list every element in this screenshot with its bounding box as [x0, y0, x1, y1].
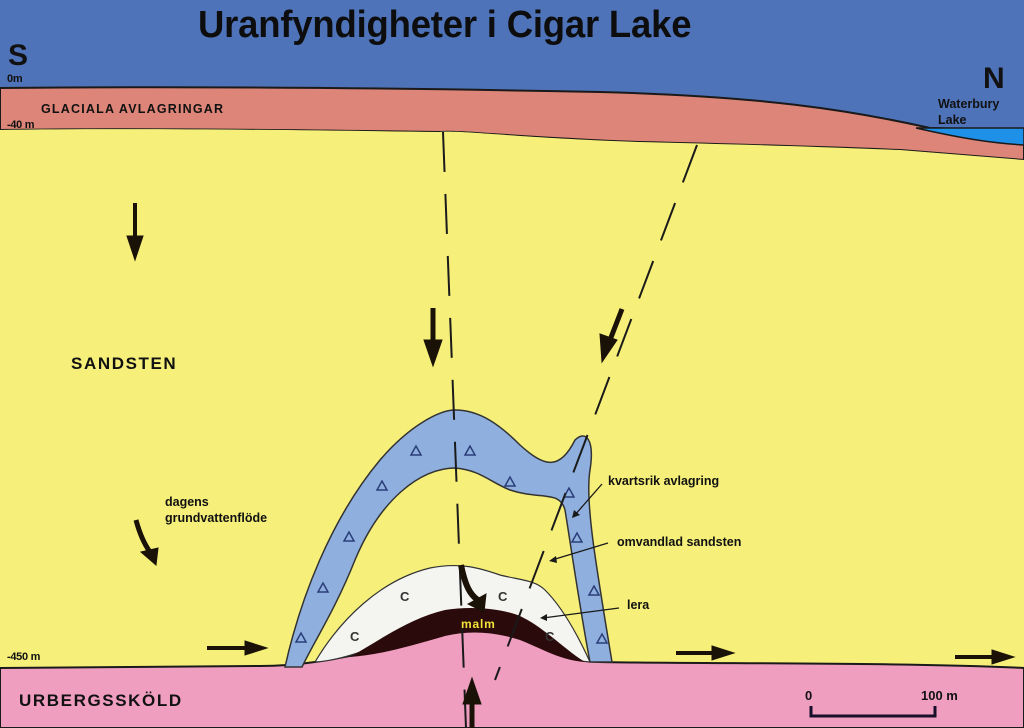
arrow-curved-icon: [458, 564, 487, 613]
lake-label-line2: Lake: [938, 113, 967, 127]
groundwater-label-line2: grundvattenflöde: [165, 511, 268, 525]
ore-body: [350, 608, 585, 662]
flow-arrows: [126, 203, 1016, 728]
sandstone-layer: [0, 129, 1024, 668]
quartz-rich-zone: [284, 409, 613, 668]
depth-450m: -450 m: [7, 651, 41, 663]
arrow-up-icon: [462, 676, 482, 728]
altered-sandstone-label: omvandlad sandsten: [617, 535, 742, 549]
basement-shield-label: URBERGSSKÖLD: [19, 691, 183, 710]
vertical-fracture-line: [442, 131, 467, 728]
quartz-symbols: [294, 444, 609, 644]
arrow-right-icon: [207, 640, 269, 656]
depth-0m: 0m: [7, 73, 23, 85]
scale-end-label: 100 m: [921, 688, 958, 703]
leader-arrowheads: [540, 510, 580, 621]
sandstone-label: SANDSTEN: [71, 354, 178, 373]
arrow-down-icon: [126, 203, 144, 262]
lake-water: [915, 127, 1024, 146]
clay-symbol: C: [498, 589, 508, 604]
north-label: N: [983, 62, 1005, 95]
arrow-right-icon: [955, 649, 1016, 665]
clay-symbol: C: [545, 629, 555, 644]
ore-label: malm: [461, 617, 496, 631]
glacial-deposits-label: GLACIALA AVLAGRINGAR: [41, 102, 225, 116]
lake-label-line1: Waterbury: [938, 97, 1000, 111]
depth-40m: -40 m: [7, 119, 35, 131]
south-label: S: [8, 39, 29, 72]
arrow-right-icon: [676, 645, 736, 661]
quartz-rich-label: kvartsrik avlagring: [608, 474, 720, 488]
scale-bar: [809, 706, 937, 718]
arrow-down-icon: [423, 308, 443, 368]
clay-symbol: C: [400, 589, 410, 604]
clay-symbol: C: [350, 629, 360, 644]
arrow-down-icon: [599, 308, 625, 364]
inclined-fracture-line: [494, 144, 698, 681]
groundwater-label-line1: dagens: [165, 495, 209, 509]
leader-lines: [542, 483, 620, 619]
scale-start-label: 0: [805, 688, 813, 703]
clay-label: lera: [627, 598, 650, 612]
diagram-title: Uranfyndigheter i Cigar Lake: [198, 4, 692, 46]
arrow-curved-icon: [133, 519, 159, 566]
